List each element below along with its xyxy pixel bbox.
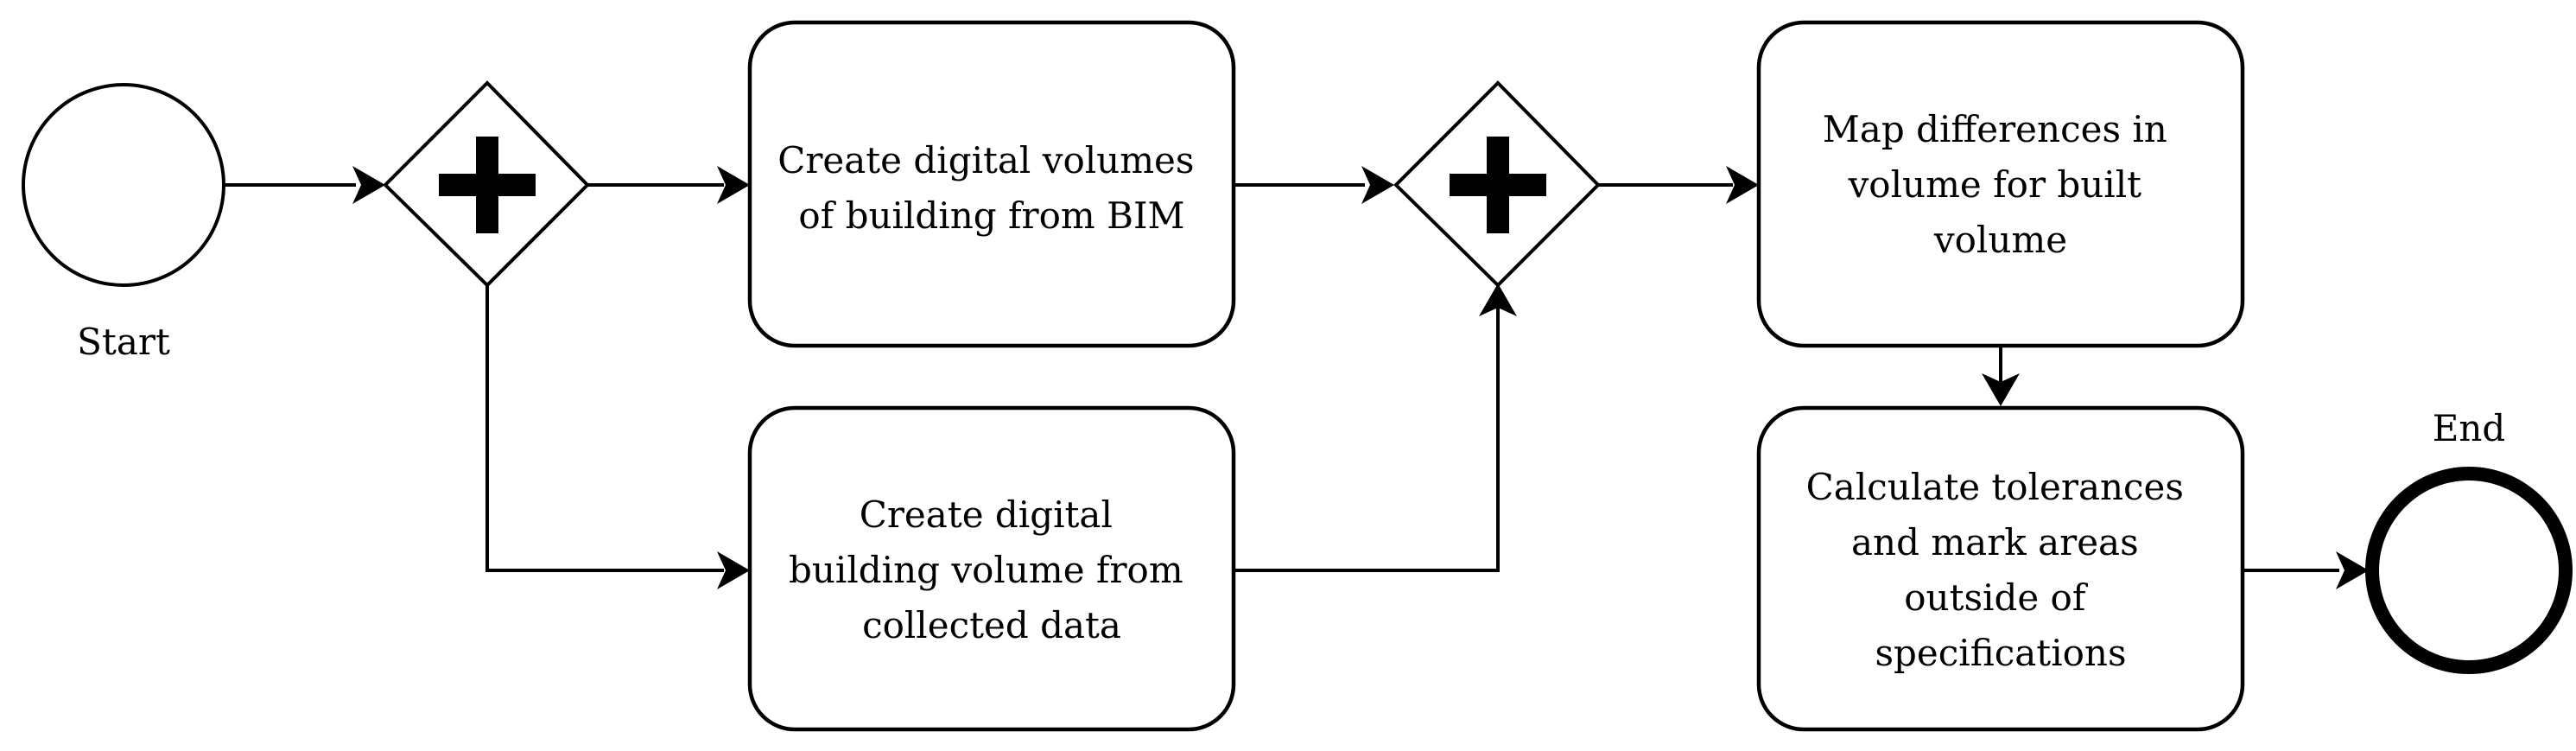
task-label-line: Map differences in <box>1823 108 2167 150</box>
start-event-label: Start <box>77 321 170 363</box>
plus-icon <box>1450 137 1546 233</box>
arrowhead-map <box>1726 166 1759 204</box>
arrowhead-end <box>2336 551 2369 589</box>
task-label-line: specifications <box>1875 632 2126 674</box>
arrowhead-bim <box>717 166 750 204</box>
task-label: Create digital volumes of building from … <box>777 139 1206 237</box>
task-label-line: Create digital volumes <box>777 139 1194 181</box>
start-event-circle <box>22 83 225 287</box>
task-label: Calculate tolerances and mark areas outs… <box>1806 466 2196 674</box>
arrowhead-join-bottom <box>1479 283 1517 316</box>
task-label-line: Create digital <box>860 493 1113 536</box>
task-create-volume-from-collected-data: Create digital building volume from coll… <box>747 405 1236 732</box>
parallel-gateway-join <box>1393 80 1601 288</box>
flow-collected-to-join <box>1234 308 1500 572</box>
task-label-line: volume for built <box>1848 163 2142 206</box>
task-label-line: collected data <box>862 604 1121 646</box>
task-box <box>1756 20 2245 348</box>
task-map-differences: Map differences in volume for built volu… <box>1756 20 2245 348</box>
task-label-line: volume <box>1933 219 2067 261</box>
end-event: End <box>2365 407 2573 674</box>
end-event-label: End <box>2433 407 2506 449</box>
task-label-line: and mark areas <box>1851 521 2139 563</box>
task-label-line: Calculate tolerances <box>1806 466 2184 508</box>
task-calculate-tolerances: Calculate tolerances and mark areas outs… <box>1756 405 2245 732</box>
arrowhead-join-right <box>1361 166 1394 204</box>
start-event: Start <box>22 83 225 363</box>
plus-icon <box>439 137 536 233</box>
end-event-circle <box>2365 467 2573 674</box>
task-label: Map differences in volume for built volu… <box>1823 108 2179 261</box>
arrowhead-split <box>352 166 385 204</box>
task-box <box>1756 405 2245 732</box>
task-label-line: outside of <box>1904 576 2089 619</box>
task-label-line: building volume from <box>789 549 1183 591</box>
arrowhead-collected <box>717 551 750 589</box>
task-box <box>747 20 1236 348</box>
arrowheads <box>352 166 2369 589</box>
task-label-line: of building from BIM <box>798 194 1184 237</box>
task-create-volumes-from-bim: Create digital volumes of building from … <box>747 20 1236 348</box>
task-label: Create digital building volume from coll… <box>789 493 1195 646</box>
task-box <box>747 405 1236 732</box>
sequence-flows <box>225 183 2339 572</box>
parallel-gateway-split <box>383 80 590 288</box>
arrowhead-tolerances <box>1982 373 2020 406</box>
flow-split-to-collected <box>485 285 724 572</box>
